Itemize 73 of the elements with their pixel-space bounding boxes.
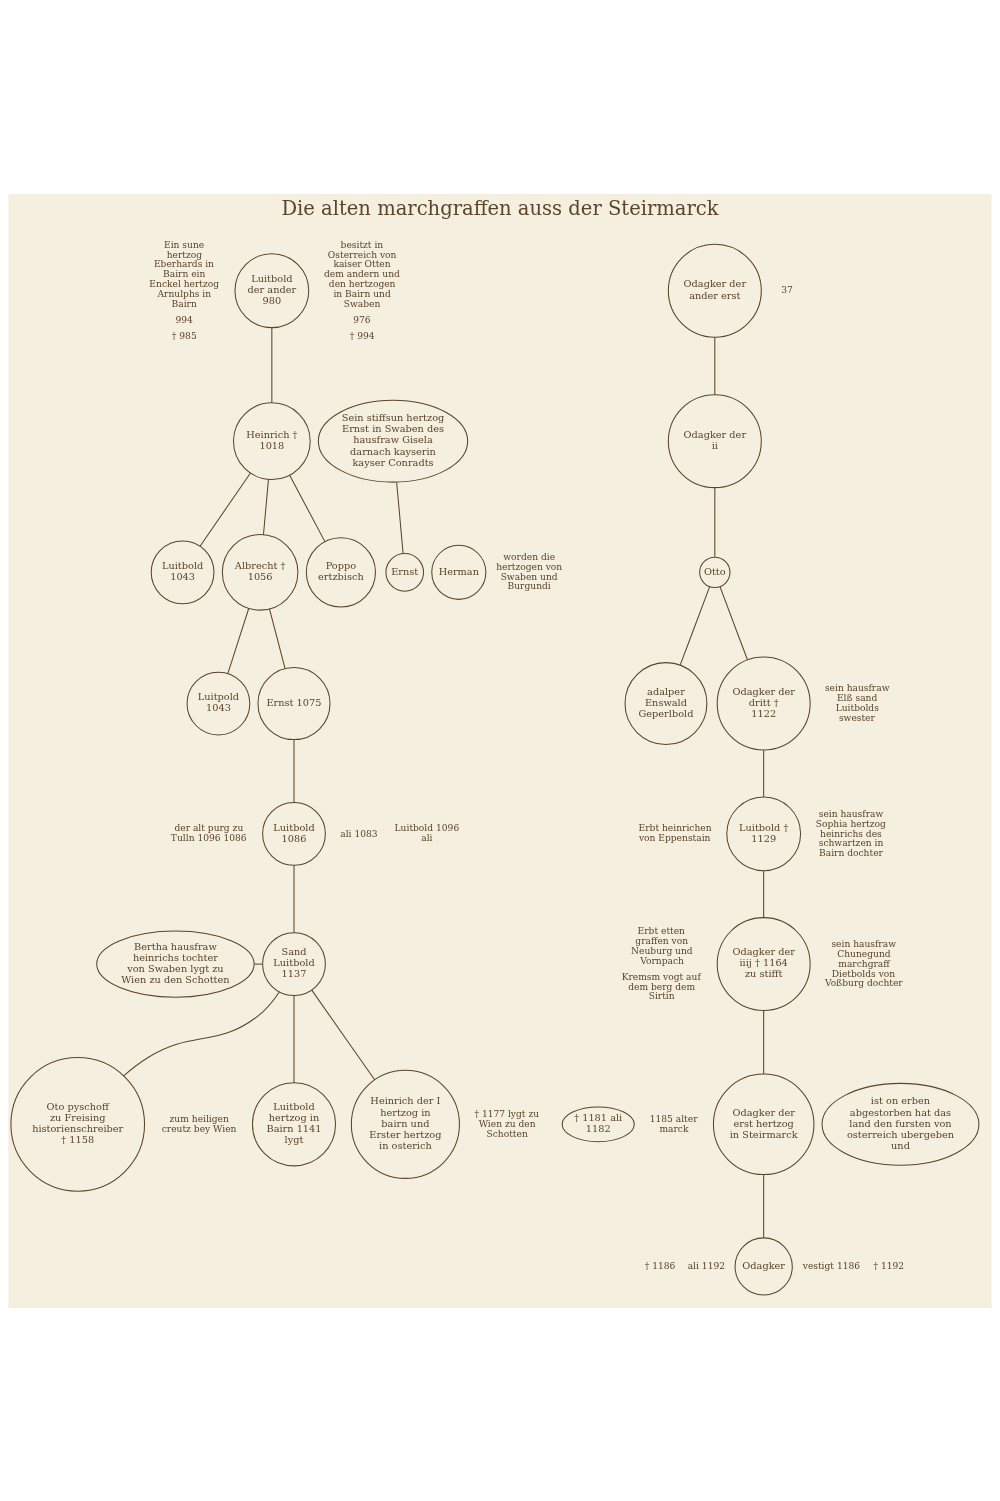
connector [763, 1173, 765, 1238]
connector [311, 989, 376, 1080]
connector [763, 869, 765, 918]
node-label: sein hausfraw Sophia hertzog heinrichs des schwartzen in Bairn dochter [815, 808, 886, 858]
node-label: 1185 alter marck [649, 1113, 698, 1134]
connector [679, 585, 711, 665]
node-circle: Odagker der ander erst [667, 243, 762, 338]
connector [199, 471, 251, 547]
node-circle: Luitbold 1043 [150, 539, 215, 604]
node-label: Ein sune hertzog Eberhards in Bairn ein Enckel hertzog Arnulphs in Bairn [149, 239, 220, 308]
node-circle: Luitbold 1086 [262, 801, 326, 866]
node-circle: Otto [699, 556, 731, 588]
connector [289, 474, 326, 542]
label: Luitbold 1096 ali [394, 822, 460, 843]
connector [293, 994, 295, 1083]
label: 37 [781, 284, 793, 295]
node-label: 976 [353, 314, 371, 325]
node-circle: Odagker [734, 1236, 793, 1296]
label: ali 1192 [687, 1260, 726, 1271]
node-circle: adalper Enswald Geperlbold [624, 661, 708, 745]
connector [271, 326, 273, 403]
node-circle: Heinrich der I hertzog in bairn und Erster hertzog in osterich [350, 1069, 460, 1179]
node-circle: Heinrich † 1018 [232, 401, 311, 480]
node-label: sein hausfraw Chunegund marchgraff Dietbolds von Voßburg dochter [824, 938, 903, 988]
label: vestigt 1186 [802, 1260, 861, 1271]
label: † 1186 [644, 1260, 676, 1271]
node-circle: Poppo ertzbisch [305, 536, 376, 607]
node-label: Erbt heinrichen von Eppenstain [638, 822, 712, 843]
node-circle: Luitbold hertzog in Bairn 1141 lygt [251, 1081, 337, 1166]
node-label: † 1177 lygt zu Wien zu den Schotten [474, 1108, 540, 1139]
connector [227, 607, 250, 674]
connector [763, 749, 765, 797]
label: † 1192 [873, 1260, 905, 1271]
node-circle: Luitbold der ander 980 [234, 252, 310, 328]
node-label: ali 1083 [340, 828, 378, 839]
node-circle: Odagker der erst hertzog in Steirmarck [712, 1073, 815, 1175]
connector [262, 478, 269, 535]
node-circle: Luitpold 1043 [186, 671, 251, 735]
node-label: Kremsm vogt auf dem berg dem Sirtin [621, 971, 701, 1001]
connector [714, 336, 716, 395]
node-ellipse: Sein stiffsun hertzog Ernst in Swaben des hausfraw Gisela darnach kayserin kayser Conradts [317, 399, 469, 483]
node-circle: Luitbold † 1129 [726, 795, 802, 871]
connector [123, 990, 280, 1076]
connector [396, 481, 404, 554]
node-circle: Odagker der dritt † 1122 [716, 656, 811, 751]
node-label: sein hausfraw Elß sand Luitbolds swester [824, 682, 890, 723]
node-label: Erbt etten graffen von Neuburg und Vornpach [631, 925, 693, 966]
label: worden die hertzogen von Swaben und Burgundi [496, 551, 563, 591]
node-circle: Odagker der iiij † 1164 zu stifft [716, 916, 811, 1011]
node-label: † 985 [171, 330, 197, 341]
node-label: zum heiligen creutz bey Wien [161, 1113, 237, 1134]
node-circle: Herman [431, 544, 487, 600]
connector [293, 738, 295, 803]
connector [293, 864, 295, 933]
node-label: † 994 [349, 330, 375, 341]
node-circle: Oto pyschoff zu Freising historienschreiber † 1158 [10, 1056, 146, 1192]
connector [763, 1009, 765, 1074]
node-circle: Ernst [385, 552, 425, 592]
diagram-title: Die alten marchgraffen auss der Steirmarck [281, 196, 719, 220]
node-ellipse: ist on erben abgestorben hat das land den fursten von osterreich ubergeben und [821, 1082, 980, 1166]
node-ellipse: Bertha hausfraw heinrichs tochter von Swaben lygt zu Wien zu den Schotten [96, 930, 255, 998]
node-label: besitzt in Osterreich von kaiser Otten dem andern und den hertzogen in Bairn und Swaben [323, 239, 400, 308]
node-circle: Odagker der ii [667, 393, 762, 488]
node-circle: Albrecht † 1056 [221, 533, 299, 611]
connector [714, 486, 716, 557]
node-ellipse: † 1181 ali 1182 [561, 1105, 635, 1142]
node-label: der alt purg zu Tulln 1096 1086 [170, 822, 247, 843]
node-circle: Sand Luitbold 1137 [262, 931, 326, 996]
connector [719, 585, 748, 660]
connector [253, 963, 263, 965]
connector [269, 608, 286, 669]
node-label: 994 [175, 314, 193, 325]
node-circle: Ernst 1075 [257, 666, 331, 740]
